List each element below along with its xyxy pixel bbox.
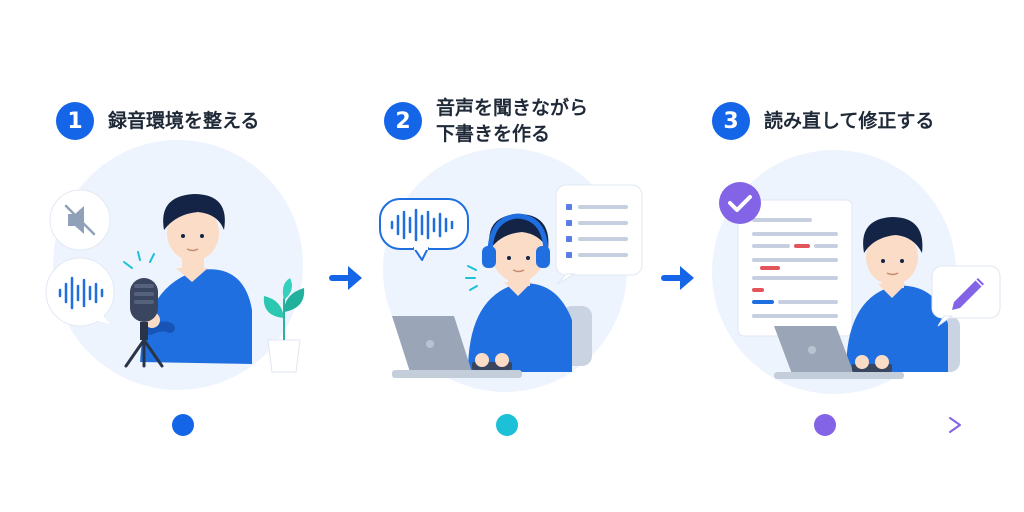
sound-wave-icon: [45, 257, 115, 327]
arrow-right-icon-2: [661, 266, 694, 290]
headphones-icon: [482, 213, 550, 268]
step-1-title: 録音環境を整える: [108, 108, 259, 134]
step-2-header: 2 音声を聞きながら 下書きを作る: [384, 95, 588, 147]
step-2-title: 音声を聞きながら 下書きを作る: [436, 95, 588, 147]
listening-sparkle-icon: [465, 265, 478, 291]
mute-speaker-icon: [49, 189, 111, 251]
step-2-title-line-2: 下書きを作る: [436, 123, 551, 145]
microphone-icon: [124, 278, 164, 368]
step-3-title-line-1: 読み直して修正する: [764, 110, 935, 132]
sound-sparkle-icon: [123, 251, 155, 269]
step-1-title-line-1: 録音環境を整える: [108, 110, 260, 132]
step-2-scene: [379, 148, 643, 392]
document-icon: [737, 199, 853, 337]
step-2-number: 2: [384, 102, 422, 140]
list-document-icon: [555, 184, 643, 285]
step-3-header: 3 読み直して修正する: [712, 102, 934, 140]
arrow-right-icon-1: [329, 266, 362, 290]
timeline-dot-2: [496, 414, 518, 436]
step-3-title: 読み直して修正する: [764, 108, 934, 134]
step-3-number: 3: [712, 102, 750, 140]
timeline-dot-1: [172, 414, 194, 436]
laptop-icon: [774, 326, 904, 379]
timeline-arrow-head: [949, 417, 961, 433]
step-2-title-line-1: 音声を聞きながら: [436, 97, 589, 119]
laptop-icon: [392, 316, 522, 378]
checkmark-icon: [719, 182, 761, 224]
step-1-header: 1 録音環境を整える: [56, 102, 259, 140]
step-1-person: [140, 194, 252, 364]
step-1-scene: [45, 140, 305, 390]
step-3-person: [846, 217, 948, 372]
sound-wave-bubble-icon: [379, 198, 469, 261]
plant-icon: [263, 278, 305, 373]
step-3-scene: [712, 150, 1001, 394]
pencil-icon: [931, 265, 1001, 327]
timeline: [64, 414, 961, 436]
timeline-dot-3: [814, 414, 836, 436]
step-1-number: 1: [56, 102, 94, 140]
